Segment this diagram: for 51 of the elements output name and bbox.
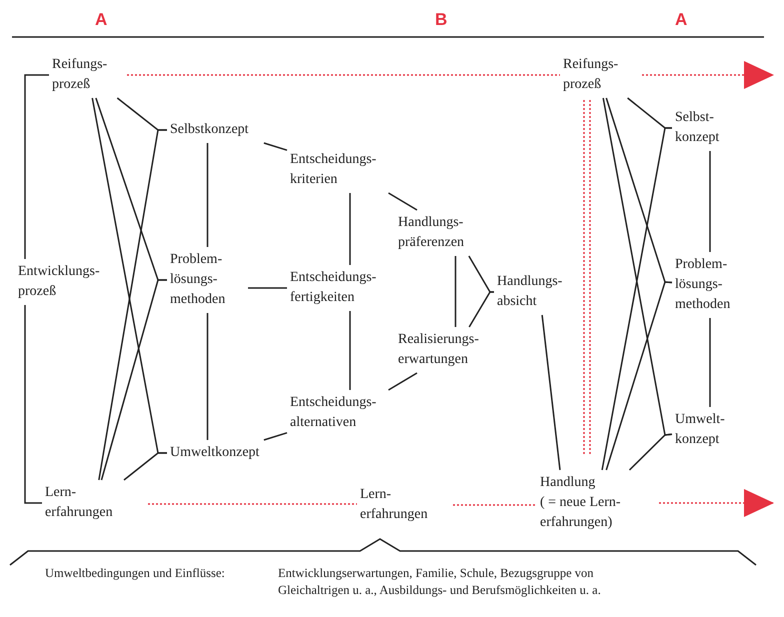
section-letter: B (435, 10, 448, 30)
text-label: Selbst- konzept (675, 108, 745, 148)
connector-line (264, 142, 288, 151)
dotted-line (148, 503, 357, 505)
text-label: Problem- lösungs- methoden (675, 255, 747, 315)
text-label: Selbstkonzept (170, 120, 275, 140)
connector-line (349, 193, 351, 265)
text-label: Umwelt- konzept (675, 410, 745, 450)
connector-line (100, 279, 167, 480)
text-label: Handlungs- absicht (497, 272, 582, 312)
section-letter: A (95, 10, 108, 30)
connector-line (206, 143, 208, 247)
arrow (642, 61, 774, 89)
text-label: Handlungs- präferenzen (398, 213, 513, 253)
connector-line (388, 372, 418, 391)
text-label: Reifungs- prozeß (563, 55, 635, 95)
connector-line (388, 192, 418, 211)
text-label: ( = neue Lern- erfahrungen) (540, 494, 622, 532)
section-letter: A (675, 10, 688, 30)
arrow (659, 489, 774, 517)
connector-line (468, 291, 494, 328)
connector-line (264, 432, 288, 441)
note-text: Entwicklungserwartungen, Familie, Schule, Bezugsgruppe von Gleichaltrigen u. a., Ausbildungs- und Berufsmöglichkeiten u. a. (278, 565, 602, 599)
text-label: Handlung (540, 474, 596, 492)
connector-line (124, 452, 167, 481)
text-label: Reifungs- prozeß (52, 55, 124, 95)
text-label: Lern- erfahrungen (360, 485, 450, 525)
connector-line (709, 151, 711, 252)
dotted-line (453, 504, 537, 506)
connector-line (454, 256, 456, 327)
connector-line (606, 281, 672, 470)
text-label: Entscheidungs- alternativen (290, 393, 410, 433)
text-label: Entwicklungs- prozeß (18, 262, 113, 302)
connector-line (24, 74, 49, 260)
text-label: Entscheidungs- kriterien (290, 150, 410, 190)
connector-line (248, 287, 287, 289)
connector-line (98, 129, 167, 480)
dotted-line (127, 74, 560, 76)
connector-line (601, 127, 672, 470)
text-label: Entscheidungs- fertigkeiten (290, 268, 410, 308)
text-label: Realisierungs- erwartungen (398, 330, 513, 370)
connector-line (541, 314, 561, 471)
text-label: Problem- lösungs- methoden (170, 250, 245, 310)
connector-line (628, 433, 672, 471)
text-label: Lern- erfahrungen (45, 483, 145, 523)
connector-line (709, 318, 711, 407)
text-label: Umweltkonzept (170, 443, 275, 463)
note-text: Umweltbedingungen und Einflüsse: (45, 565, 226, 582)
connector-line (206, 313, 208, 440)
connector-line (349, 311, 351, 390)
connector-line (24, 304, 42, 504)
